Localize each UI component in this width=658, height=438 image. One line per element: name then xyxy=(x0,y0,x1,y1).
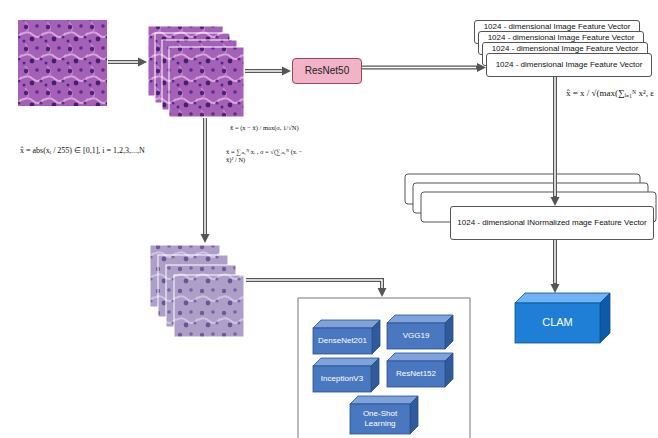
model-box: ResNet50 xyxy=(292,58,362,84)
block-top xyxy=(515,293,610,303)
normalized-vector-box: 1024 - dimensional INormalized mage Feat… xyxy=(450,206,654,240)
connector-arrow xyxy=(362,63,486,72)
node-text: ResNet50 xyxy=(305,65,349,77)
formula-label: x̂ = (x − x̄) / max(σ, 1/√N) xyxy=(230,124,299,132)
block-front xyxy=(350,404,410,434)
node-content: 1024 - dimensional Image Feature Vector xyxy=(487,54,651,76)
node-text: ResNet152 xyxy=(396,369,436,379)
node-content: VGG19 xyxy=(387,323,445,349)
node-text: DenseNet201 xyxy=(318,336,367,346)
block-top xyxy=(313,320,380,328)
node-content: DenseNet201 xyxy=(313,328,372,354)
image-stack xyxy=(148,26,244,117)
model-block: InceptionV3 xyxy=(313,358,379,392)
block-front xyxy=(515,303,600,343)
node-text: 1024 - dimensional Image Feature Vector xyxy=(496,60,643,70)
flow-arrow xyxy=(246,280,387,297)
node-text: CLAM xyxy=(542,316,573,329)
block-side xyxy=(445,353,453,387)
model-block: DenseNet201 xyxy=(313,320,380,354)
node-text: 1024 - dimensional INormalized mage Feat… xyxy=(457,218,646,228)
node-content: One-Shot Learning xyxy=(350,404,410,434)
model-panel xyxy=(298,298,470,438)
node-content: InceptionV3 xyxy=(313,366,371,392)
flow-arrow xyxy=(201,118,210,243)
clam-block: CLAM xyxy=(515,293,610,343)
block-side xyxy=(372,320,380,354)
connector-line xyxy=(362,66,480,70)
node-text: InceptionV3 xyxy=(321,374,363,384)
formula-label: x̂ = x / √(max(∑ᵢ₌₁ᴺ x², ε xyxy=(566,88,654,99)
formula-label: x̄ = ∑ᵢ₌₁ᴺ xᵢ , σ = √(∑ᵢ₌₁ᴺ (xᵢ − x̄)² /… xyxy=(226,148,310,164)
normalized-image-stack xyxy=(150,245,244,337)
connector-line xyxy=(553,77,557,200)
block-side xyxy=(445,315,453,349)
node-text: VGG19 xyxy=(403,331,430,341)
arrow-head xyxy=(551,284,560,293)
block-top xyxy=(387,353,453,361)
connector-line xyxy=(554,240,556,283)
block-front xyxy=(387,361,445,387)
formula-label: x̂ = abs(xᵢ / 255) ∈ [0,1], i = 1,2,3,..… xyxy=(20,146,145,156)
block-side xyxy=(410,396,418,434)
node-content: ResNet50 xyxy=(293,59,361,83)
block-top xyxy=(350,396,418,404)
block-side xyxy=(371,358,379,392)
block-top xyxy=(313,358,379,366)
block-front xyxy=(387,323,445,349)
block-top xyxy=(387,315,453,323)
connector-arrow xyxy=(551,77,560,206)
flow-arrow xyxy=(108,58,147,67)
flow-arrow xyxy=(245,67,291,76)
feature-vector-box: 1024 - dimensional Image Feature Vector xyxy=(486,53,652,77)
connector-line xyxy=(553,240,557,287)
block-front xyxy=(313,328,372,354)
model-block: One-Shot Learning xyxy=(350,396,418,434)
block-front xyxy=(313,366,371,392)
node-content: 1024 - dimensional INormalized mage Feat… xyxy=(451,207,653,239)
connector-line xyxy=(362,67,476,69)
connector-line xyxy=(554,77,556,196)
node-text: One-Shot Learning xyxy=(355,409,405,428)
node-content: CLAM xyxy=(515,303,600,343)
connector-arrow xyxy=(551,240,560,293)
node-content: ResNet152 xyxy=(387,361,445,387)
block-side xyxy=(600,293,610,343)
arrow-head xyxy=(551,197,560,206)
model-block: VGG19 xyxy=(387,315,453,349)
model-block: ResNet152 xyxy=(387,353,453,387)
histology-image xyxy=(18,20,107,106)
